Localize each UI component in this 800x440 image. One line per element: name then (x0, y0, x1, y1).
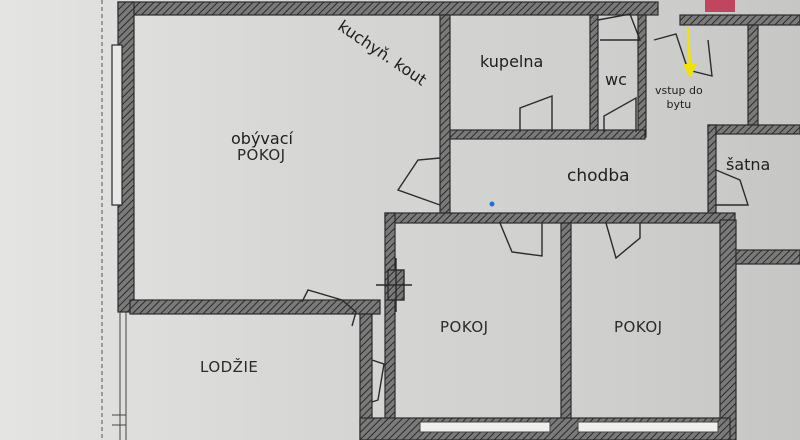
label-chodba: chodba (567, 166, 630, 186)
entrance-arrow-icon (683, 27, 697, 78)
red-marker-icon (705, 0, 735, 12)
walls (111, 1, 800, 440)
label-wc: wc (605, 70, 627, 89)
label-pokoj-left: POKOJ (440, 318, 489, 336)
label-lodzie: LODŽIE (200, 358, 259, 376)
doors (301, 13, 749, 403)
label-obyvaci-line2: POKOJ (237, 146, 286, 164)
bottom-windows (419, 421, 719, 433)
label-satna: šatna (726, 155, 771, 174)
label-obyvaci-line1: obývací (231, 129, 293, 148)
label-kupelna: kupelna (480, 52, 544, 71)
label-vstup-do-bytu: vstup do bytu (655, 84, 703, 112)
label-vstup-line1: vstup do (655, 84, 703, 97)
label-vstup-line2: bytu (666, 97, 692, 111)
column-symbol (376, 258, 412, 312)
loggia-railing (112, 312, 127, 440)
blue-dot (489, 201, 495, 207)
label-pokoj-right: POKOJ (614, 318, 663, 336)
